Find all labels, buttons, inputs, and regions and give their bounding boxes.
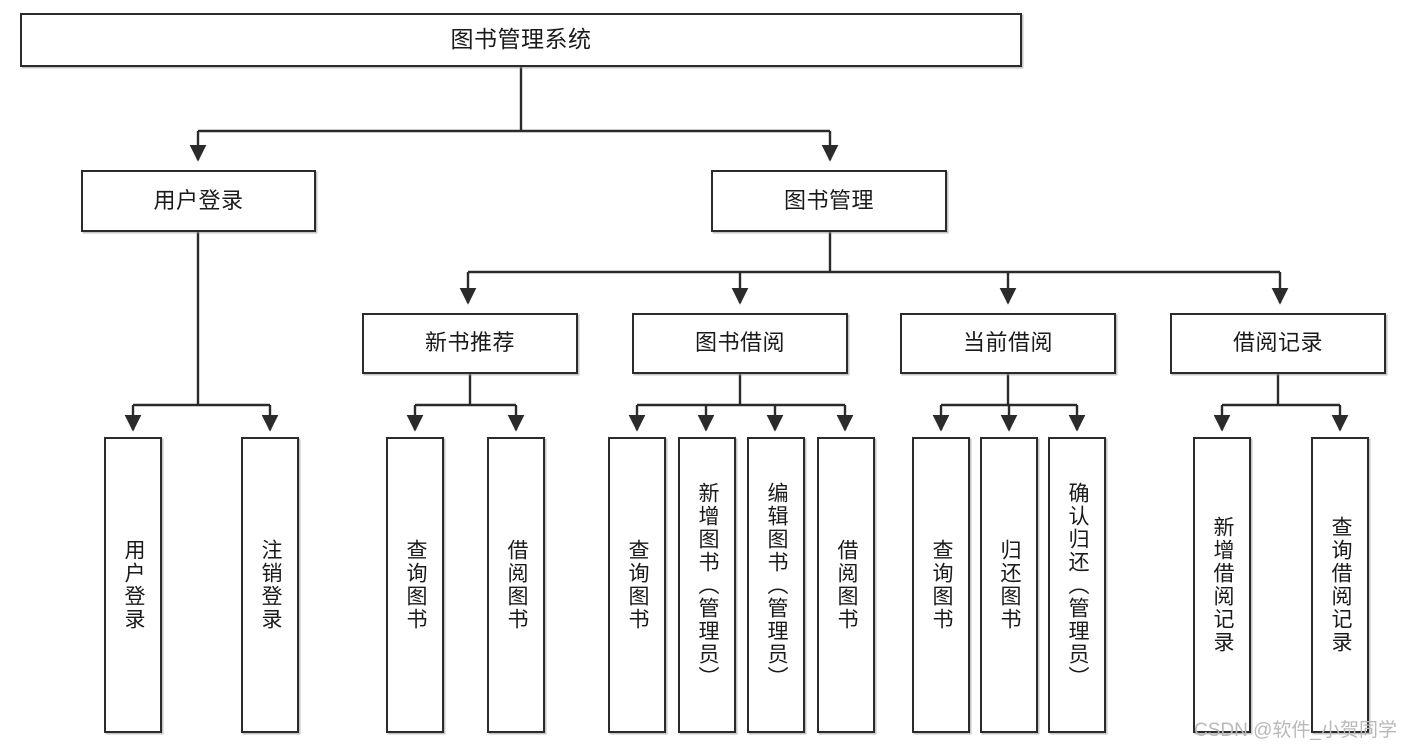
leaf-record-add-borrow-record[interactable]: 新增借阅记录 <box>1193 437 1251 733</box>
leaf-recommend-query-book[interactable]: 查询图书 <box>386 437 444 733</box>
node-label: 图书借阅 <box>694 330 785 356</box>
leaf-current-confirm-return-admin[interactable]: 确认归还（管理员） <box>1048 437 1106 733</box>
node-label: 当前借阅 <box>962 330 1053 356</box>
leaf-user-logout[interactable]: 注销登录 <box>241 437 299 733</box>
node-user-login[interactable]: 用户登录 <box>81 170 316 232</box>
node-label: 注销登录 <box>259 539 283 631</box>
node-label: 查询图书 <box>626 539 650 631</box>
node-book-management[interactable]: 图书管理 <box>711 170 947 232</box>
node-label: 用户登录 <box>122 539 146 631</box>
leaf-borrow-edit-book-admin[interactable]: 编辑图书（管理员） <box>747 437 805 733</box>
node-label: 借阅图书 <box>505 539 529 631</box>
leaf-current-query-book[interactable]: 查询图书 <box>912 437 970 733</box>
watermark: CSDN @软件_小贺同学 <box>1194 720 1397 741</box>
leaf-record-query-borrow-record[interactable]: 查询借阅记录 <box>1311 437 1369 733</box>
node-label: 编辑图书（管理员） <box>765 481 789 689</box>
node-current-borrow[interactable]: 当前借阅 <box>900 313 1116 374</box>
node-label: 新增借阅记录 <box>1211 516 1235 654</box>
node-label: 查询借阅记录 <box>1329 516 1353 654</box>
node-label: 确认归还（管理员） <box>1066 481 1090 689</box>
node-label: 新书推荐 <box>424 330 515 356</box>
node-new-book-recommend[interactable]: 新书推荐 <box>362 313 578 374</box>
node-root-system[interactable]: 图书管理系统 <box>20 13 1022 67</box>
leaf-borrow-query-book[interactable]: 查询图书 <box>608 437 666 733</box>
leaf-user-login[interactable]: 用户登录 <box>104 437 162 733</box>
node-label: 归还图书 <box>998 539 1022 631</box>
node-label: 借阅记录 <box>1232 330 1323 356</box>
leaf-current-return-book[interactable]: 归还图书 <box>980 437 1038 733</box>
leaf-recommend-borrow-book[interactable]: 借阅图书 <box>487 437 545 733</box>
leaf-borrow-add-book-admin[interactable]: 新增图书（管理员） <box>678 437 736 733</box>
node-book-borrow[interactable]: 图书借阅 <box>632 313 848 374</box>
node-label: 图书管理系统 <box>450 26 592 53</box>
node-label: 借阅图书 <box>835 539 859 631</box>
node-label: 图书管理 <box>783 187 874 213</box>
leaf-borrow-borrow-book[interactable]: 借阅图书 <box>817 437 875 733</box>
node-borrow-record[interactable]: 借阅记录 <box>1170 313 1386 374</box>
node-label: 查询图书 <box>404 539 428 631</box>
node-label: 新增图书（管理员） <box>696 481 720 689</box>
node-label: 查询图书 <box>930 539 954 631</box>
node-label: 用户登录 <box>153 187 244 213</box>
